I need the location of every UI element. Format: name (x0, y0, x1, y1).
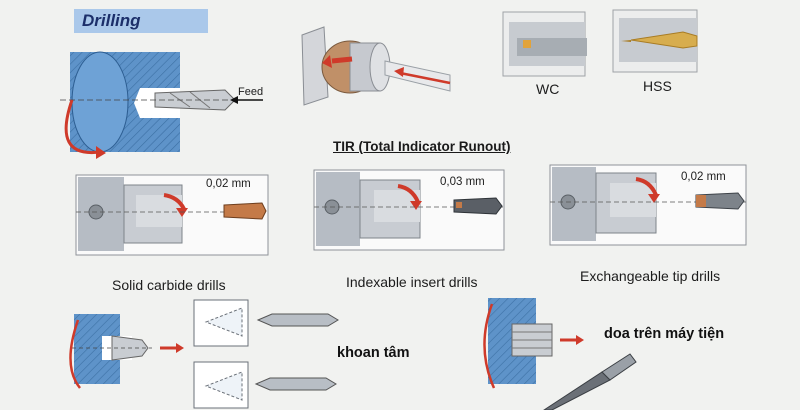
runout-value: 0,02 mm (206, 178, 251, 190)
reaming-illustration (483, 298, 637, 410)
runout-value: 0,02 mm (681, 171, 726, 183)
drilling-illustration (60, 51, 263, 159)
drill-type-label: Solid carbide drills (112, 277, 226, 293)
runout-value: 0,03 mm (440, 176, 485, 188)
section-title-background (74, 9, 208, 33)
section-title: Drilling (82, 11, 141, 30)
center-drilling-illustration (69, 299, 339, 409)
tir-panel-3 (549, 164, 747, 246)
drill-type-label: Exchangeable tip drills (580, 268, 721, 284)
wc-tool-icon (502, 11, 587, 77)
chuck-rotation-illustration (301, 26, 451, 106)
reaming-label: doa trên máy tiện (604, 326, 725, 342)
tir-title: TIR (Total Indicator Runout) (333, 139, 511, 154)
drill-type-label: Indexable insert drills (346, 274, 478, 290)
tool-material-wc: WC (536, 81, 560, 97)
center-drilling-label: khoan tâm (337, 345, 410, 361)
hss-tool-icon (612, 9, 698, 73)
feed-label: Feed (238, 86, 264, 98)
tir-panel-2 (313, 169, 505, 251)
tir-panel-1 (75, 174, 269, 256)
tool-material-hss: HSS (643, 78, 672, 94)
